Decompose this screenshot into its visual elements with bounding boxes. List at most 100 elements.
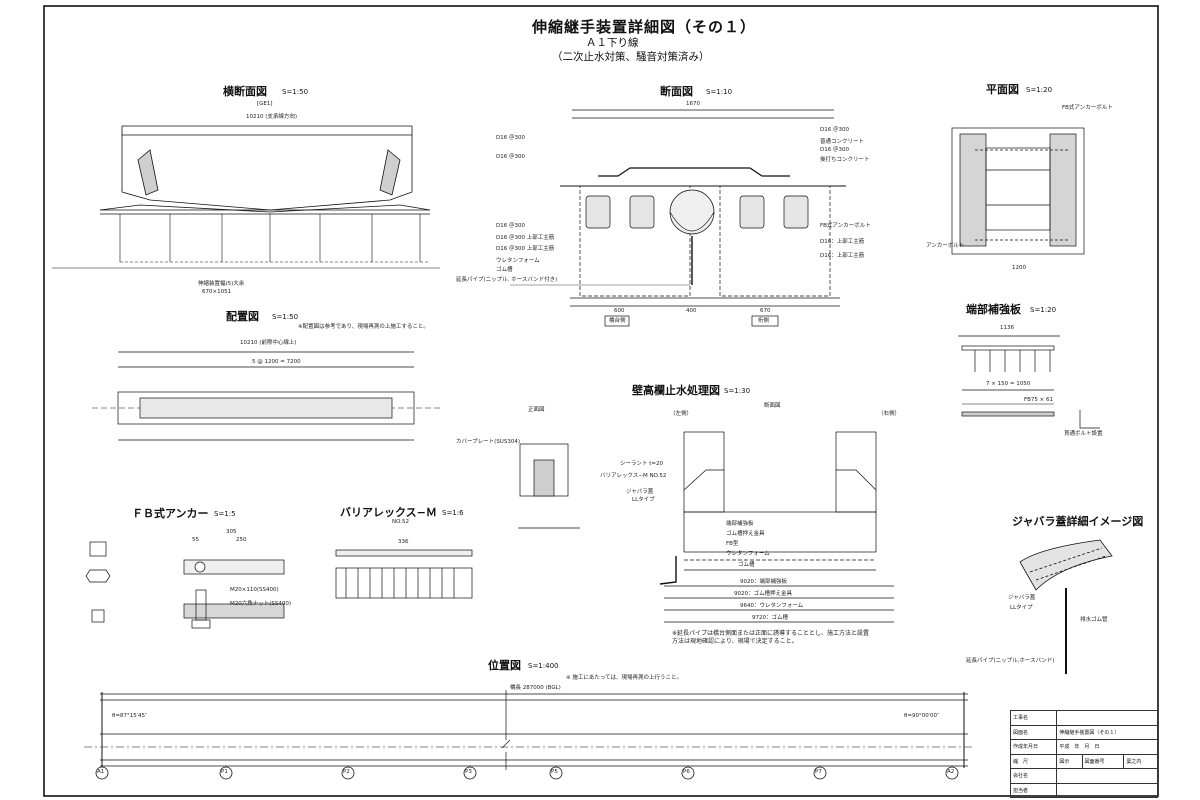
section-label-l1: D16 ＠300 bbox=[496, 154, 525, 160]
bellows-label-0: ジャバラ蓋 bbox=[1008, 595, 1036, 601]
bellows-label-2: 排水ゴム管 bbox=[1080, 617, 1108, 623]
wall-label-1: シーラント t=20 bbox=[620, 461, 664, 467]
section-label-r6: D16：上部工主筋 bbox=[820, 253, 865, 259]
fb-anchor-nut: M20六角ナット(SS400) bbox=[230, 601, 292, 607]
wall-label-8: ウレタンフォーム bbox=[726, 551, 770, 557]
barrier-width: 336 bbox=[398, 539, 409, 545]
fb-anchor-dim-1: 55 bbox=[192, 537, 199, 543]
plan-bottom-dim: 1200 bbox=[1012, 265, 1026, 271]
section-label-r1: 普通コンクリート bbox=[820, 139, 865, 145]
wall-scale: S=1:30 bbox=[724, 387, 751, 395]
position-title: 位置図 bbox=[488, 659, 521, 672]
fb-anchor-scale: S=1:5 bbox=[214, 510, 236, 518]
cross-section-scale: S=1:50 bbox=[282, 88, 309, 96]
section-bottom-2: 670 bbox=[760, 308, 771, 314]
wall-label-4: LLタイプ bbox=[632, 497, 655, 503]
section-label-r2: 後打ちコンクリート bbox=[820, 157, 870, 163]
section-bottom-0: 600 bbox=[614, 308, 625, 314]
section-label-r0: D16 ＠300 bbox=[820, 127, 849, 133]
tb-label-person: 担当者 bbox=[1009, 782, 1058, 798]
position-drawing bbox=[84, 690, 972, 770]
section-top-dim: 1670 bbox=[686, 101, 700, 107]
pier-label-7: A2 bbox=[947, 769, 955, 775]
position-note: ※ 施工にあたっては、現場再測の上行うこと。 bbox=[566, 675, 682, 681]
wall-label-5: 端部補強板 bbox=[726, 521, 754, 527]
tb-value-sheets: 葉之内 bbox=[1123, 753, 1158, 769]
position-angle-right: θ=90°00′00″ bbox=[904, 713, 940, 719]
layout-drawing bbox=[92, 351, 440, 441]
wall-front-label: 正面図 bbox=[528, 407, 545, 413]
cross-section-drawing bbox=[52, 125, 440, 269]
wall-right-label: （右側） bbox=[878, 411, 901, 417]
layout-note: ※配置図は参考であり、現場再測の上施工すること。 bbox=[298, 324, 429, 330]
end-plate-drawing bbox=[958, 335, 1100, 429]
tb-value-date: 平成 年 月 日 bbox=[1056, 739, 1158, 755]
wall-label-3: ジャバラ蓋 bbox=[626, 489, 654, 495]
barrier-no: NO.52 bbox=[392, 519, 409, 525]
tb-value-drawing: 伸縮継手装置図（その１） bbox=[1056, 724, 1158, 740]
position-station: 橋長 287000 (BGL) bbox=[510, 685, 561, 691]
tb-label-project: 工事名 bbox=[1009, 710, 1058, 726]
section-label-l4: D16 ＠300 上部工主筋 bbox=[496, 246, 555, 252]
cross-section-note: 伸縮装置幅(5)大余 bbox=[198, 281, 245, 287]
sheet-subtitle-2: （二次止水対策、騒音対策済み） bbox=[552, 51, 710, 63]
bellows-title: ジャバラ蓋詳細イメージ図 bbox=[1012, 515, 1144, 528]
wall-bottom-1: 9020：ゴム槽押え金具 bbox=[734, 591, 792, 597]
section-label-l6: ゴム槽 bbox=[496, 267, 513, 273]
wall-bottom-2: 9640：ウレタンフォーム bbox=[740, 603, 804, 609]
tb-value-scale: 図示 bbox=[1056, 753, 1083, 769]
fb-anchor-title: ＦＢ式アンカー bbox=[132, 507, 209, 520]
layout-title: 配置図 bbox=[226, 310, 259, 323]
wall-bottom-0: 9020：端部補強板 bbox=[740, 579, 787, 585]
section-label-l7: 延長パイプ(ニップル, ホースバンド付き) bbox=[456, 277, 558, 283]
barrier-title: バリアレックス−Ｍ bbox=[340, 506, 437, 519]
section-label-l3: D16 ＠300 上部工主筋 bbox=[496, 235, 555, 241]
pier-label-2: P2 bbox=[343, 769, 350, 775]
wall-label-9: ゴム槽 bbox=[738, 562, 755, 568]
end-plate-scale: S=1:20 bbox=[1030, 306, 1057, 314]
section-drawing bbox=[510, 109, 846, 327]
pier-label-6: P7 bbox=[815, 769, 822, 775]
pier-label-4: P5 bbox=[551, 769, 558, 775]
wall-label-7: FB型 bbox=[726, 541, 739, 547]
plan-anchor2-label: アンカーボルト bbox=[926, 243, 965, 249]
wall-rail-drawing bbox=[518, 431, 894, 623]
bellows-label-1: LLタイプ bbox=[1010, 605, 1033, 611]
section-label-r4: FB式アンカーボルト bbox=[820, 223, 871, 229]
pier-label-1: P1 bbox=[221, 769, 228, 775]
section-label-l5: ウレタンフォーム bbox=[496, 258, 540, 264]
pier-label-3: P3 bbox=[465, 769, 472, 775]
plan-anchor-label: FB式アンカーボルト bbox=[1062, 105, 1113, 111]
tb-value-project bbox=[1056, 710, 1158, 726]
end-plate-dim-0: 1136 bbox=[1000, 325, 1014, 331]
bellows-drawing bbox=[1019, 539, 1113, 674]
wall-label-2: バリアレックス−M NO.52 bbox=[600, 473, 667, 479]
sheet-frame bbox=[43, 5, 1159, 797]
plan-scale: S=1:20 bbox=[1026, 86, 1053, 94]
position-angle-left: θ=87°15′45″ bbox=[112, 713, 148, 719]
section-label-r5: D16：上部工主筋 bbox=[820, 239, 865, 245]
section-end-left: 橋台側 bbox=[609, 318, 626, 324]
section-scale: S=1:10 bbox=[706, 88, 733, 96]
bellows-label-3: 延長パイプ(ニップル,ホースバンド) bbox=[966, 658, 1055, 664]
barrier-scale: S=1:6 bbox=[442, 509, 464, 517]
tb-value-company bbox=[1056, 768, 1158, 784]
fb-anchor-drawing bbox=[85, 541, 285, 629]
cross-section-title: 横断面図 bbox=[223, 85, 267, 98]
wall-note: ※延長パイプは橋台側面または正面に誘導することとし、施工方法と設置方法は現地確認… bbox=[672, 630, 870, 645]
cross-section-width: 10210 (支承線方向) bbox=[246, 114, 298, 120]
plan-drawing bbox=[951, 127, 1085, 255]
plan-title: 平面図 bbox=[986, 83, 1019, 96]
barrier-drawing bbox=[335, 549, 473, 599]
wall-left-label: （左側） bbox=[670, 411, 693, 417]
tb-label-scale: 縮 尺 bbox=[1009, 753, 1058, 769]
end-plate-label: 貫通ボルト設置 bbox=[1064, 431, 1103, 437]
cross-section-tag: [GE1] bbox=[257, 101, 273, 107]
section-bottom-1: 400 bbox=[686, 308, 697, 314]
fb-anchor-dim-0: 305 bbox=[226, 529, 237, 535]
wall-label-0: カバープレート(SUS304) bbox=[456, 439, 520, 445]
end-plate-dim-2: FB75 × 61 bbox=[1024, 397, 1054, 403]
tb-label-company: 会社名 bbox=[1009, 768, 1058, 784]
end-plate-dim-1: 7 × 150 = 1050 bbox=[986, 381, 1031, 387]
